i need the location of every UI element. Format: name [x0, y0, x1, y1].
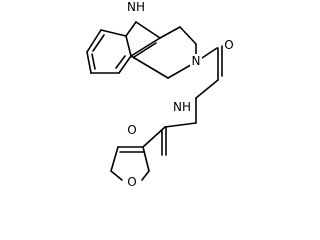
atom-label-o-amide: O — [127, 123, 136, 137]
atom-label-nh-amide: NH — [173, 100, 191, 114]
atom-label-n-ring: N — [192, 54, 201, 68]
bond — [110, 146, 119, 172]
bond — [91, 53, 96, 70]
atom-label-layer: NH N O NH O O — [125, 0, 235, 190]
bond — [110, 170, 123, 181]
bond — [115, 55, 126, 69]
bond — [118, 55, 132, 74]
bond — [142, 126, 166, 148]
bond — [179, 26, 197, 45]
bond — [125, 21, 137, 37]
bond — [142, 146, 150, 172]
bond — [135, 21, 161, 39]
bond — [92, 34, 105, 52]
atom-label-o-furan: O — [127, 175, 136, 189]
bond — [195, 79, 219, 99]
molecule-structure: NH N O NH O O — [86, 0, 235, 190]
bond — [164, 122, 197, 128]
bond — [125, 35, 132, 57]
bond — [86, 29, 102, 53]
atom-label-nh-indole: NH — [127, 0, 145, 14]
bond — [159, 26, 181, 39]
bond — [130, 55, 169, 79]
bond — [100, 29, 127, 37]
atom-label-o-ketone: O — [224, 38, 233, 52]
bond — [130, 37, 161, 57]
bond — [86, 51, 92, 74]
bond — [133, 42, 157, 58]
bond-layer — [86, 21, 223, 181]
bond — [141, 170, 150, 181]
